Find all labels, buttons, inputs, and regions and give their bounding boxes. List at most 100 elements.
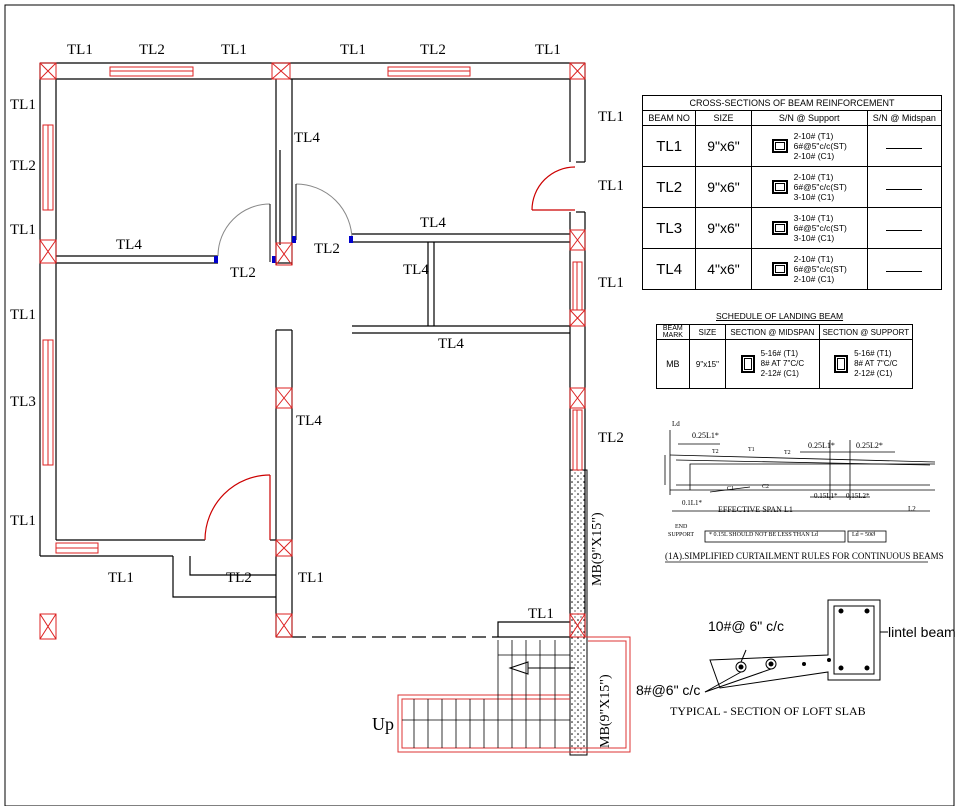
beam-label-tl4-e: TL4 bbox=[438, 336, 464, 352]
stirrup-icon bbox=[740, 355, 755, 373]
landing-beam-label-2: MB(9"X15") bbox=[598, 674, 613, 748]
col-beam-mark: BEAM MARK bbox=[656, 324, 690, 340]
table-row: TL2 9"x6" 2-10# (T1)6#@5"c/c(ST)3-10# (C… bbox=[641, 166, 943, 208]
ld-note: Ld = 50Ø bbox=[852, 532, 876, 538]
beam-no: TL2 bbox=[641, 166, 697, 208]
beam-reinforcement-table: CROSS-SECTIONS OF BEAM REINFORCEMENT BEA… bbox=[641, 95, 943, 290]
beam-size: 9"x6" bbox=[695, 207, 752, 249]
steel-bottom: 2-10# (C1) bbox=[793, 274, 835, 284]
walls bbox=[39, 62, 586, 638]
steel-stirrup: 6#@5"c/c(ST) bbox=[793, 141, 847, 151]
staircase bbox=[397, 469, 631, 756]
midspan-dash bbox=[886, 148, 923, 149]
bar-t2b-label: T2 bbox=[784, 450, 791, 456]
beam-label-bottom-2: TL2 bbox=[226, 570, 252, 586]
beam-label-tl4-d: TL4 bbox=[403, 262, 429, 278]
beam-label-bottom-1: TL1 bbox=[108, 570, 134, 586]
stirrup-icon bbox=[834, 355, 849, 373]
beam-label-right-2: TL1 bbox=[598, 178, 624, 194]
table-row: TL3 9"x6" 3-10# (T1)6#@5"c/c(ST)3-10# (C… bbox=[641, 207, 943, 249]
beam-label-tl4-b: TL4 bbox=[116, 237, 142, 253]
beam-label-left-2: TL2 bbox=[10, 158, 36, 174]
steel-bottom: 2-12# (C1) bbox=[760, 369, 799, 378]
beam-label-top-3: TL1 bbox=[221, 42, 247, 58]
col-midspan: S/N @ Midspan bbox=[866, 110, 943, 126]
beam-label-top-2: TL2 bbox=[139, 42, 165, 58]
beam-size: 4"x6" bbox=[695, 248, 752, 290]
windows bbox=[42, 66, 583, 554]
curtail-label-3: 0.25L2* bbox=[856, 441, 883, 450]
beam-label-left-5: TL3 bbox=[10, 394, 36, 410]
steel-top: 2-10# (T1) bbox=[793, 131, 834, 141]
col-midspan: SECTION @ MIDSPAN bbox=[725, 324, 820, 340]
midspan-dash bbox=[886, 271, 923, 272]
beam-label-left-4: TL1 bbox=[10, 307, 36, 323]
beam-label-bottom-3: TL1 bbox=[298, 570, 324, 586]
curtail-low-2: 0.15L1* bbox=[814, 492, 838, 500]
beam-size: 9"x15" bbox=[688, 339, 727, 389]
curtail-note: * 0.15L SHOULD NOT BE LESS THAN Ld bbox=[709, 532, 818, 538]
bar-c2-label: C2 bbox=[762, 484, 770, 490]
support-label: SUPPORT bbox=[668, 532, 694, 538]
steel-bottom: 3-10# (C1) bbox=[793, 233, 835, 243]
midspan-dash bbox=[886, 230, 923, 231]
steel-top: 5-16# (T1) bbox=[760, 349, 799, 358]
beam-label-left-1: TL1 bbox=[10, 97, 36, 113]
curtail-label-1: 0.25L1* bbox=[692, 431, 719, 440]
beam-label-top-4: TL1 bbox=[340, 42, 366, 58]
beam-no: TL4 bbox=[641, 248, 697, 290]
ld-label: Ld bbox=[672, 420, 680, 428]
curtail-label-2: 0.25L1* bbox=[808, 441, 835, 450]
steel-top: 3-10# (T1) bbox=[793, 213, 834, 223]
stair-up-label: Up bbox=[372, 714, 394, 734]
stirrup-icon bbox=[771, 221, 788, 235]
stirrup-icon bbox=[771, 180, 788, 194]
col-size: SIZE bbox=[688, 324, 727, 340]
beam-no: TL3 bbox=[641, 207, 697, 249]
end-label: END bbox=[675, 524, 688, 530]
steel-stirrup: 6#@5"c/c(ST) bbox=[793, 264, 847, 274]
span-1-label: EFFECTIVE SPAN L1 bbox=[718, 505, 793, 514]
table-title: CROSS-SECTIONS OF BEAM REINFORCEMENT bbox=[642, 95, 942, 111]
beam-label-tl4-f: TL4 bbox=[296, 413, 322, 429]
loft-slab-section bbox=[704, 599, 888, 693]
beam-label-left-3: TL1 bbox=[10, 222, 36, 238]
steel-stirrup: 8# AT 7"C/C bbox=[854, 359, 898, 368]
beam-label-tl2-b: TL2 bbox=[314, 241, 340, 257]
rebar-8-label: 8#@6" c/c bbox=[636, 682, 701, 698]
col-beam-no: BEAM NO bbox=[641, 110, 697, 126]
col-support: S/N @ Support bbox=[750, 110, 868, 126]
curtail-low-3: 0.15L2* bbox=[846, 492, 870, 500]
columns bbox=[39, 62, 586, 640]
bar-t1-label: T1 bbox=[748, 447, 755, 453]
steel-stirrup: 6#@5"c/c(ST) bbox=[793, 182, 847, 192]
table-row: TL1 9"x6" 2-10# (T1)6#@5"c/c(ST)2-10# (C… bbox=[641, 125, 943, 167]
steel-top: 5-16# (T1) bbox=[854, 349, 892, 358]
beam-size: 9"x6" bbox=[695, 125, 752, 167]
beam-label-left-6: TL1 bbox=[10, 513, 36, 529]
curtailment-diagram bbox=[664, 430, 936, 512]
curtail-low-1: 0.1L1* bbox=[682, 499, 703, 507]
col-size: SIZE bbox=[695, 110, 752, 126]
steel-top: 2-10# (T1) bbox=[793, 172, 834, 182]
beam-label-tl4-a: TL4 bbox=[294, 130, 320, 146]
steel-bottom: 2-10# (C1) bbox=[793, 151, 835, 161]
rebar-10-label: 10#@ 6" c/c bbox=[708, 618, 784, 634]
red-doors bbox=[204, 166, 576, 541]
midspan-dash bbox=[886, 189, 923, 190]
beam-label-top-5: TL2 bbox=[420, 42, 446, 58]
steel-top: 2-10# (T1) bbox=[793, 254, 834, 264]
beam-size: 9"x6" bbox=[695, 166, 752, 208]
beam-label-tl2-a: TL2 bbox=[230, 265, 256, 281]
steel-stirrup: 8# AT 7"C/C bbox=[760, 359, 805, 368]
landing-beam-label-1: MB(9"X15") bbox=[590, 512, 605, 586]
beam-label-tl4-c: TL4 bbox=[420, 215, 446, 231]
beam-label-right-1: TL1 bbox=[598, 109, 624, 125]
lintel-beam-label: lintel beam bbox=[888, 624, 956, 640]
loft-caption: TYPICAL - SECTION OF LOFT SLAB bbox=[670, 704, 866, 718]
door-swings bbox=[217, 183, 353, 262]
stirrup-icon bbox=[771, 262, 788, 276]
